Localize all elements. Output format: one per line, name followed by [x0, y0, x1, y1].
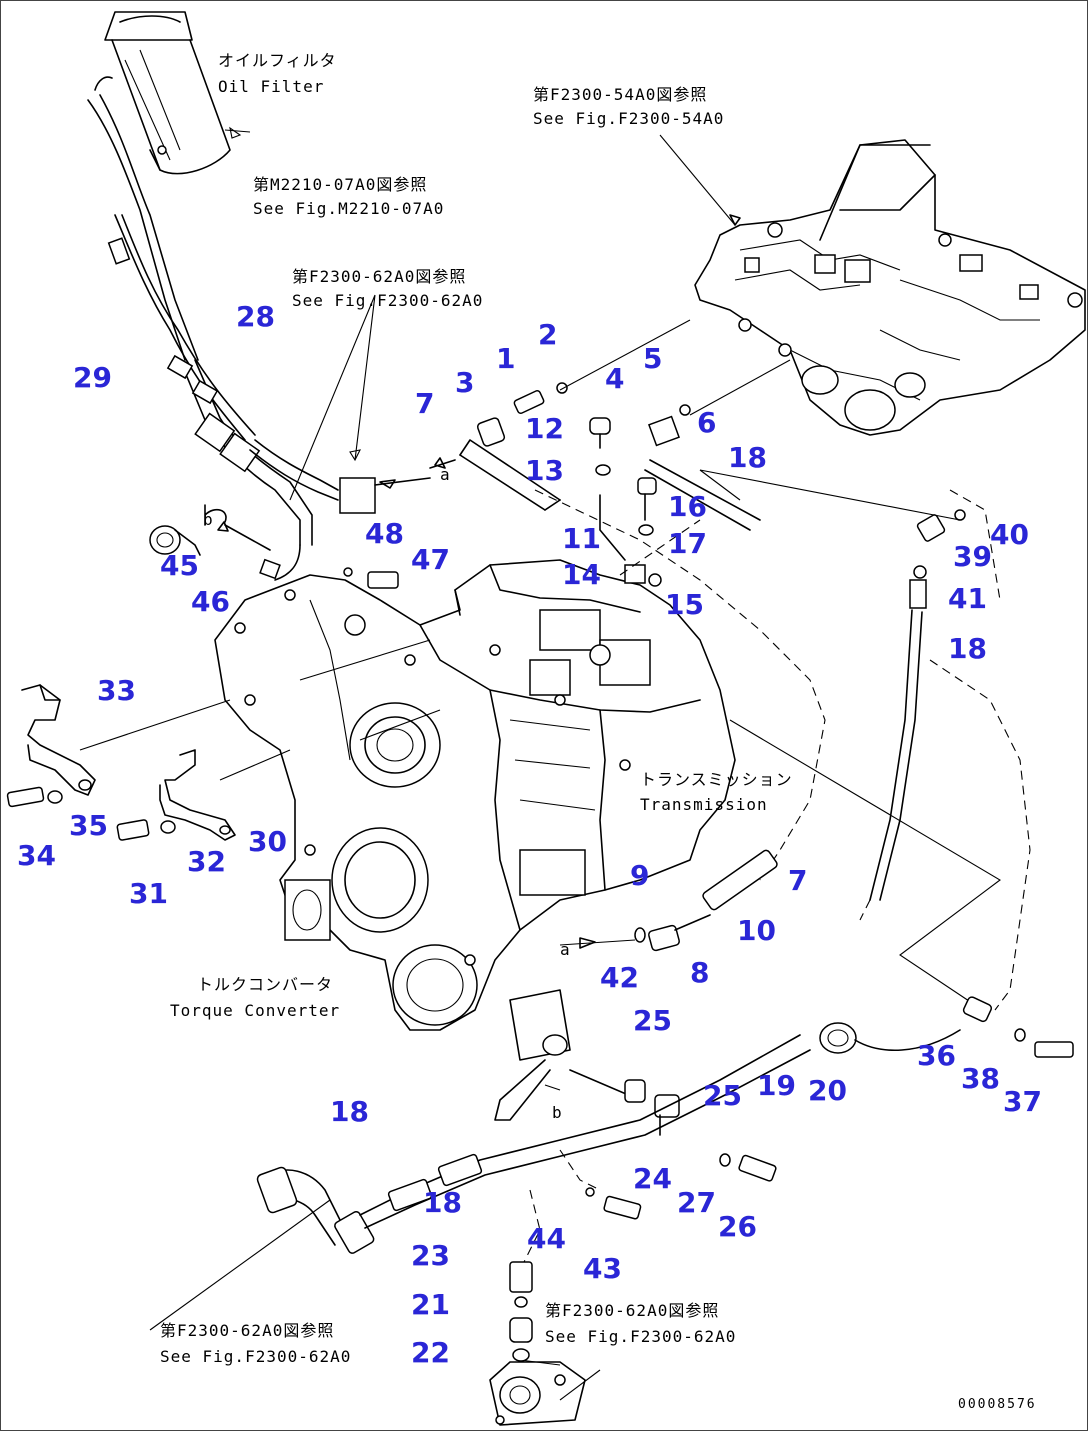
note-ref-f2300-54a0-jp: 第F2300-54A0図参照 — [533, 85, 707, 104]
callout-30: 30 — [248, 825, 287, 858]
marker-b-top-label: b — [203, 510, 214, 529]
callout-1: 1 — [496, 342, 515, 375]
upper-tube-parts — [429, 382, 761, 536]
bolt-47-48 — [343, 567, 399, 589]
marker-b-top — [204, 504, 271, 551]
callout-24: 24 — [633, 1162, 672, 1195]
callout-5: 5 — [643, 342, 662, 375]
callout-12: 12 — [525, 412, 564, 445]
annotations: オイルフィルタ Oil Filter 第M2210-07A0図参照 See Fi… — [160, 51, 1037, 1412]
leader-lines — [79, 126, 1001, 1401]
note-torque-converter-jp: トルクコンバータ — [197, 975, 333, 994]
callout-28: 28 — [236, 300, 275, 333]
callout-44: 44 — [527, 1222, 566, 1255]
callout-35: 35 — [69, 809, 108, 842]
callout-11: 11 — [562, 522, 601, 555]
callout-48: 48 — [365, 517, 404, 550]
oil-filter — [104, 11, 231, 175]
marker-a-top: a — [440, 465, 451, 484]
callout-39: 39 — [953, 540, 992, 573]
callout-33: 33 — [97, 674, 136, 707]
note-transmission-en: Transmission — [640, 795, 768, 814]
callout-22: 22 — [411, 1336, 450, 1369]
callout-18-a: 18 — [728, 441, 767, 474]
callout-43: 43 — [583, 1252, 622, 1285]
callout-7-bottom: 7 — [788, 864, 807, 897]
callout-32: 32 — [187, 845, 226, 878]
note-ref-f2300-62a0-bl-en: See Fig.F2300-62A0 — [160, 1347, 351, 1366]
note-ref-f2300-62a0-top-en: See Fig.F2300-62A0 — [292, 291, 483, 310]
brackets-left — [6, 684, 236, 841]
callout-8: 8 — [690, 956, 709, 989]
note-oil-filter-jp: オイルフィルタ — [218, 51, 337, 70]
callout-40: 40 — [990, 518, 1029, 551]
callout-25-a: 25 — [633, 1004, 672, 1037]
callout-42: 42 — [600, 961, 639, 994]
bracket-42 — [494, 989, 777, 1182]
callout-numbers: 1 2 3 4 5 6 7 7 8 9 10 11 12 13 14 15 16… — [17, 300, 1042, 1369]
callout-13: 13 — [525, 454, 564, 487]
phantom-lines — [519, 489, 1031, 1271]
callout-18-b: 18 — [948, 632, 987, 665]
note-ref-m2210-jp: 第M2210-07A0図参照 — [253, 175, 427, 194]
note-ref-f2300-62a0-br-en: See Fig.F2300-62A0 — [545, 1327, 736, 1346]
marker-b-bottom-label: b — [552, 1103, 563, 1122]
note-ref-f2300-62a0-top-jp: 第F2300-62A0図参照 — [292, 267, 466, 286]
lower-fittings-stack — [509, 1187, 642, 1362]
callout-6: 6 — [697, 406, 716, 439]
callout-21: 21 — [411, 1288, 450, 1321]
drawing-code: 00008576 — [958, 1397, 1037, 1412]
note-oil-filter-en: Oil Filter — [218, 77, 324, 96]
note-transmission-jp: トランスミッション — [640, 770, 793, 789]
callout-14: 14 — [562, 558, 601, 591]
callout-26: 26 — [718, 1210, 757, 1243]
fitting-11-14-15 — [599, 494, 662, 587]
callout-15: 15 — [665, 588, 704, 621]
callout-29: 29 — [73, 361, 112, 394]
callout-38: 38 — [961, 1062, 1000, 1095]
note-ref-f2300-54a0-en: See Fig.F2300-54A0 — [533, 109, 724, 128]
callout-10: 10 — [737, 914, 776, 947]
control-valve-assembly — [694, 139, 1086, 436]
callout-36: 36 — [917, 1039, 956, 1072]
lower-left-hose — [256, 1034, 811, 1254]
callout-19: 19 — [757, 1069, 796, 1102]
callout-23: 23 — [411, 1239, 450, 1272]
callout-47: 47 — [411, 543, 450, 576]
callout-16: 16 — [668, 490, 707, 523]
lower-right-parts — [634, 849, 1074, 1058]
callout-9: 9 — [630, 859, 649, 892]
note-torque-converter-en: Torque Converter — [170, 1001, 340, 1020]
callout-41: 41 — [948, 582, 987, 615]
callout-2: 2 — [538, 318, 557, 351]
clamp-45-46 — [149, 525, 281, 580]
callout-45: 45 — [160, 549, 199, 582]
callout-46: 46 — [191, 585, 230, 618]
leader-f2300-54a0 — [659, 134, 736, 226]
callout-31: 31 — [129, 877, 168, 910]
callout-17: 17 — [668, 527, 707, 560]
note-ref-f2300-62a0-br-jp: 第F2300-62A0図参照 — [545, 1301, 719, 1320]
right-hose — [869, 509, 966, 901]
marker-a-bottom: a — [560, 940, 571, 959]
filter-hose-lines — [87, 76, 313, 581]
hose-to-transmission — [249, 439, 431, 514]
callout-25-b: 25 — [703, 1079, 742, 1112]
callout-7-top: 7 — [415, 387, 434, 420]
note-ref-f2300-62a0-bl-jp: 第F2300-62A0図参照 — [160, 1321, 334, 1340]
note-ref-m2210-en: See Fig.M2210-07A0 — [253, 199, 444, 218]
callout-4: 4 — [605, 362, 624, 395]
transmission-housing — [214, 559, 736, 1031]
callout-18-c: 18 — [330, 1095, 369, 1128]
callout-34: 34 — [17, 839, 56, 872]
callout-18-d: 18 — [423, 1186, 462, 1219]
bottom-pump — [489, 1361, 586, 1426]
callout-20: 20 — [808, 1074, 847, 1107]
callout-37: 37 — [1003, 1085, 1042, 1118]
callout-27: 27 — [677, 1186, 716, 1219]
callout-3: 3 — [455, 366, 474, 399]
